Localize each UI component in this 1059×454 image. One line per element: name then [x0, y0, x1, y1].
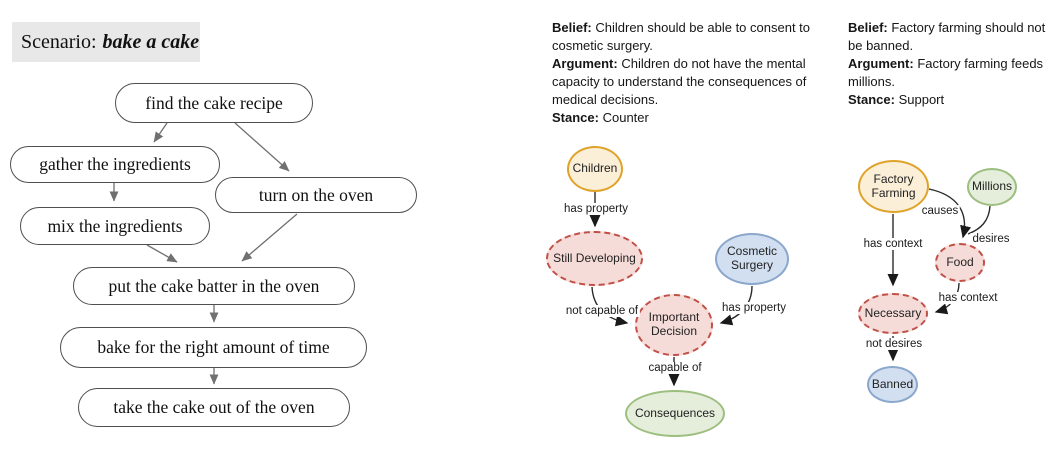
belief-label: Belief:: [552, 20, 592, 35]
g1-edge-label-has-property-1: has property: [562, 203, 630, 215]
flow-node-take-out: take the cake out of the oven: [78, 388, 350, 427]
scenario-label: Scenario:: [21, 30, 97, 53]
g2-node-necessary: Necessary: [858, 293, 928, 334]
argument-label: Argument:: [848, 56, 914, 71]
g1-node-children: Children: [567, 146, 623, 192]
g2-node-factory-farming: Factory Farming: [858, 160, 929, 213]
belief-text: Children should be able to consent to co…: [552, 20, 811, 53]
g2-edge-millions-food: [967, 205, 991, 235]
stance-text: Counter: [602, 110, 649, 125]
example2-argument: Argument: Factory farming feeds millions…: [848, 55, 1052, 91]
flow-node-find-recipe: find the cake recipe: [115, 83, 313, 123]
flow-edge-turn-put: [241, 213, 298, 262]
argument-text: Children do not have the mental capacity…: [552, 56, 807, 107]
example1-stance: Stance: Counter: [552, 109, 815, 127]
flow-node-turn-on-oven: turn on the oven: [215, 177, 417, 213]
g2-node-millions: Millions: [967, 168, 1017, 206]
flow-node-bake-time: bake for the right amount of time: [60, 327, 367, 368]
argument-label: Argument:: [552, 56, 618, 71]
g1-node-still-developing: Still Developing: [546, 231, 643, 286]
flow-node-mix-ingredients: mix the ingredients: [20, 207, 210, 245]
g2-edge-label-has-context-1: has context: [861, 238, 925, 250]
g2-edge-label-desires: desires: [970, 233, 1012, 245]
flow-edge-find-gather: [153, 122, 168, 143]
g1-edge-label-has-property-2: has property: [720, 302, 788, 314]
example2-belief: Belief: Factory farming should not be ba…: [848, 19, 1052, 55]
example2-stance: Stance: Support: [848, 91, 1052, 109]
g2-node-banned: Banned: [867, 366, 918, 403]
example1-argument: Argument: Children do not have the menta…: [552, 55, 815, 109]
g1-edge-label-capable-of: capable of: [646, 362, 704, 374]
flow-edge-find-turn: [234, 122, 290, 172]
scenario-name: bake a cake: [102, 30, 200, 53]
stance-label: Stance:: [552, 110, 599, 125]
flow-node-put-batter: put the cake batter in the oven: [73, 267, 355, 305]
belief-text: Factory farming should not be banned.: [848, 20, 1046, 53]
argument-text: Factory farming feeds millions.: [848, 56, 1044, 89]
belief-label: Belief:: [848, 20, 888, 35]
stance-label: Stance:: [848, 92, 895, 107]
g2-edge-label-not-desires: not desires: [863, 338, 925, 350]
example1-belief: Belief: Children should be able to conse…: [552, 19, 815, 55]
example2-text: Belief: Factory farming should not be ba…: [848, 19, 1052, 109]
flow-node-gather-ingredients: gather the ingredients: [10, 146, 220, 183]
g1-node-cosmetic-surgery: Cosmetic Surgery: [715, 233, 789, 285]
g1-node-consequences: Consequences: [625, 390, 725, 437]
flow-edge-mix-put: [146, 244, 178, 263]
g1-edge-label-not-capable-of: not capable of: [563, 305, 641, 317]
g2-node-food: Food: [935, 243, 985, 282]
g2-edge-label-causes: causes: [919, 205, 961, 217]
stance-text: Support: [898, 92, 945, 107]
g1-node-important-decision: Important Decision: [635, 294, 713, 356]
scenario-title: Scenario: bake a cake: [12, 22, 200, 62]
g2-edge-label-has-context-2: has context: [936, 292, 1000, 304]
example1-text: Belief: Children should be able to conse…: [552, 19, 815, 127]
